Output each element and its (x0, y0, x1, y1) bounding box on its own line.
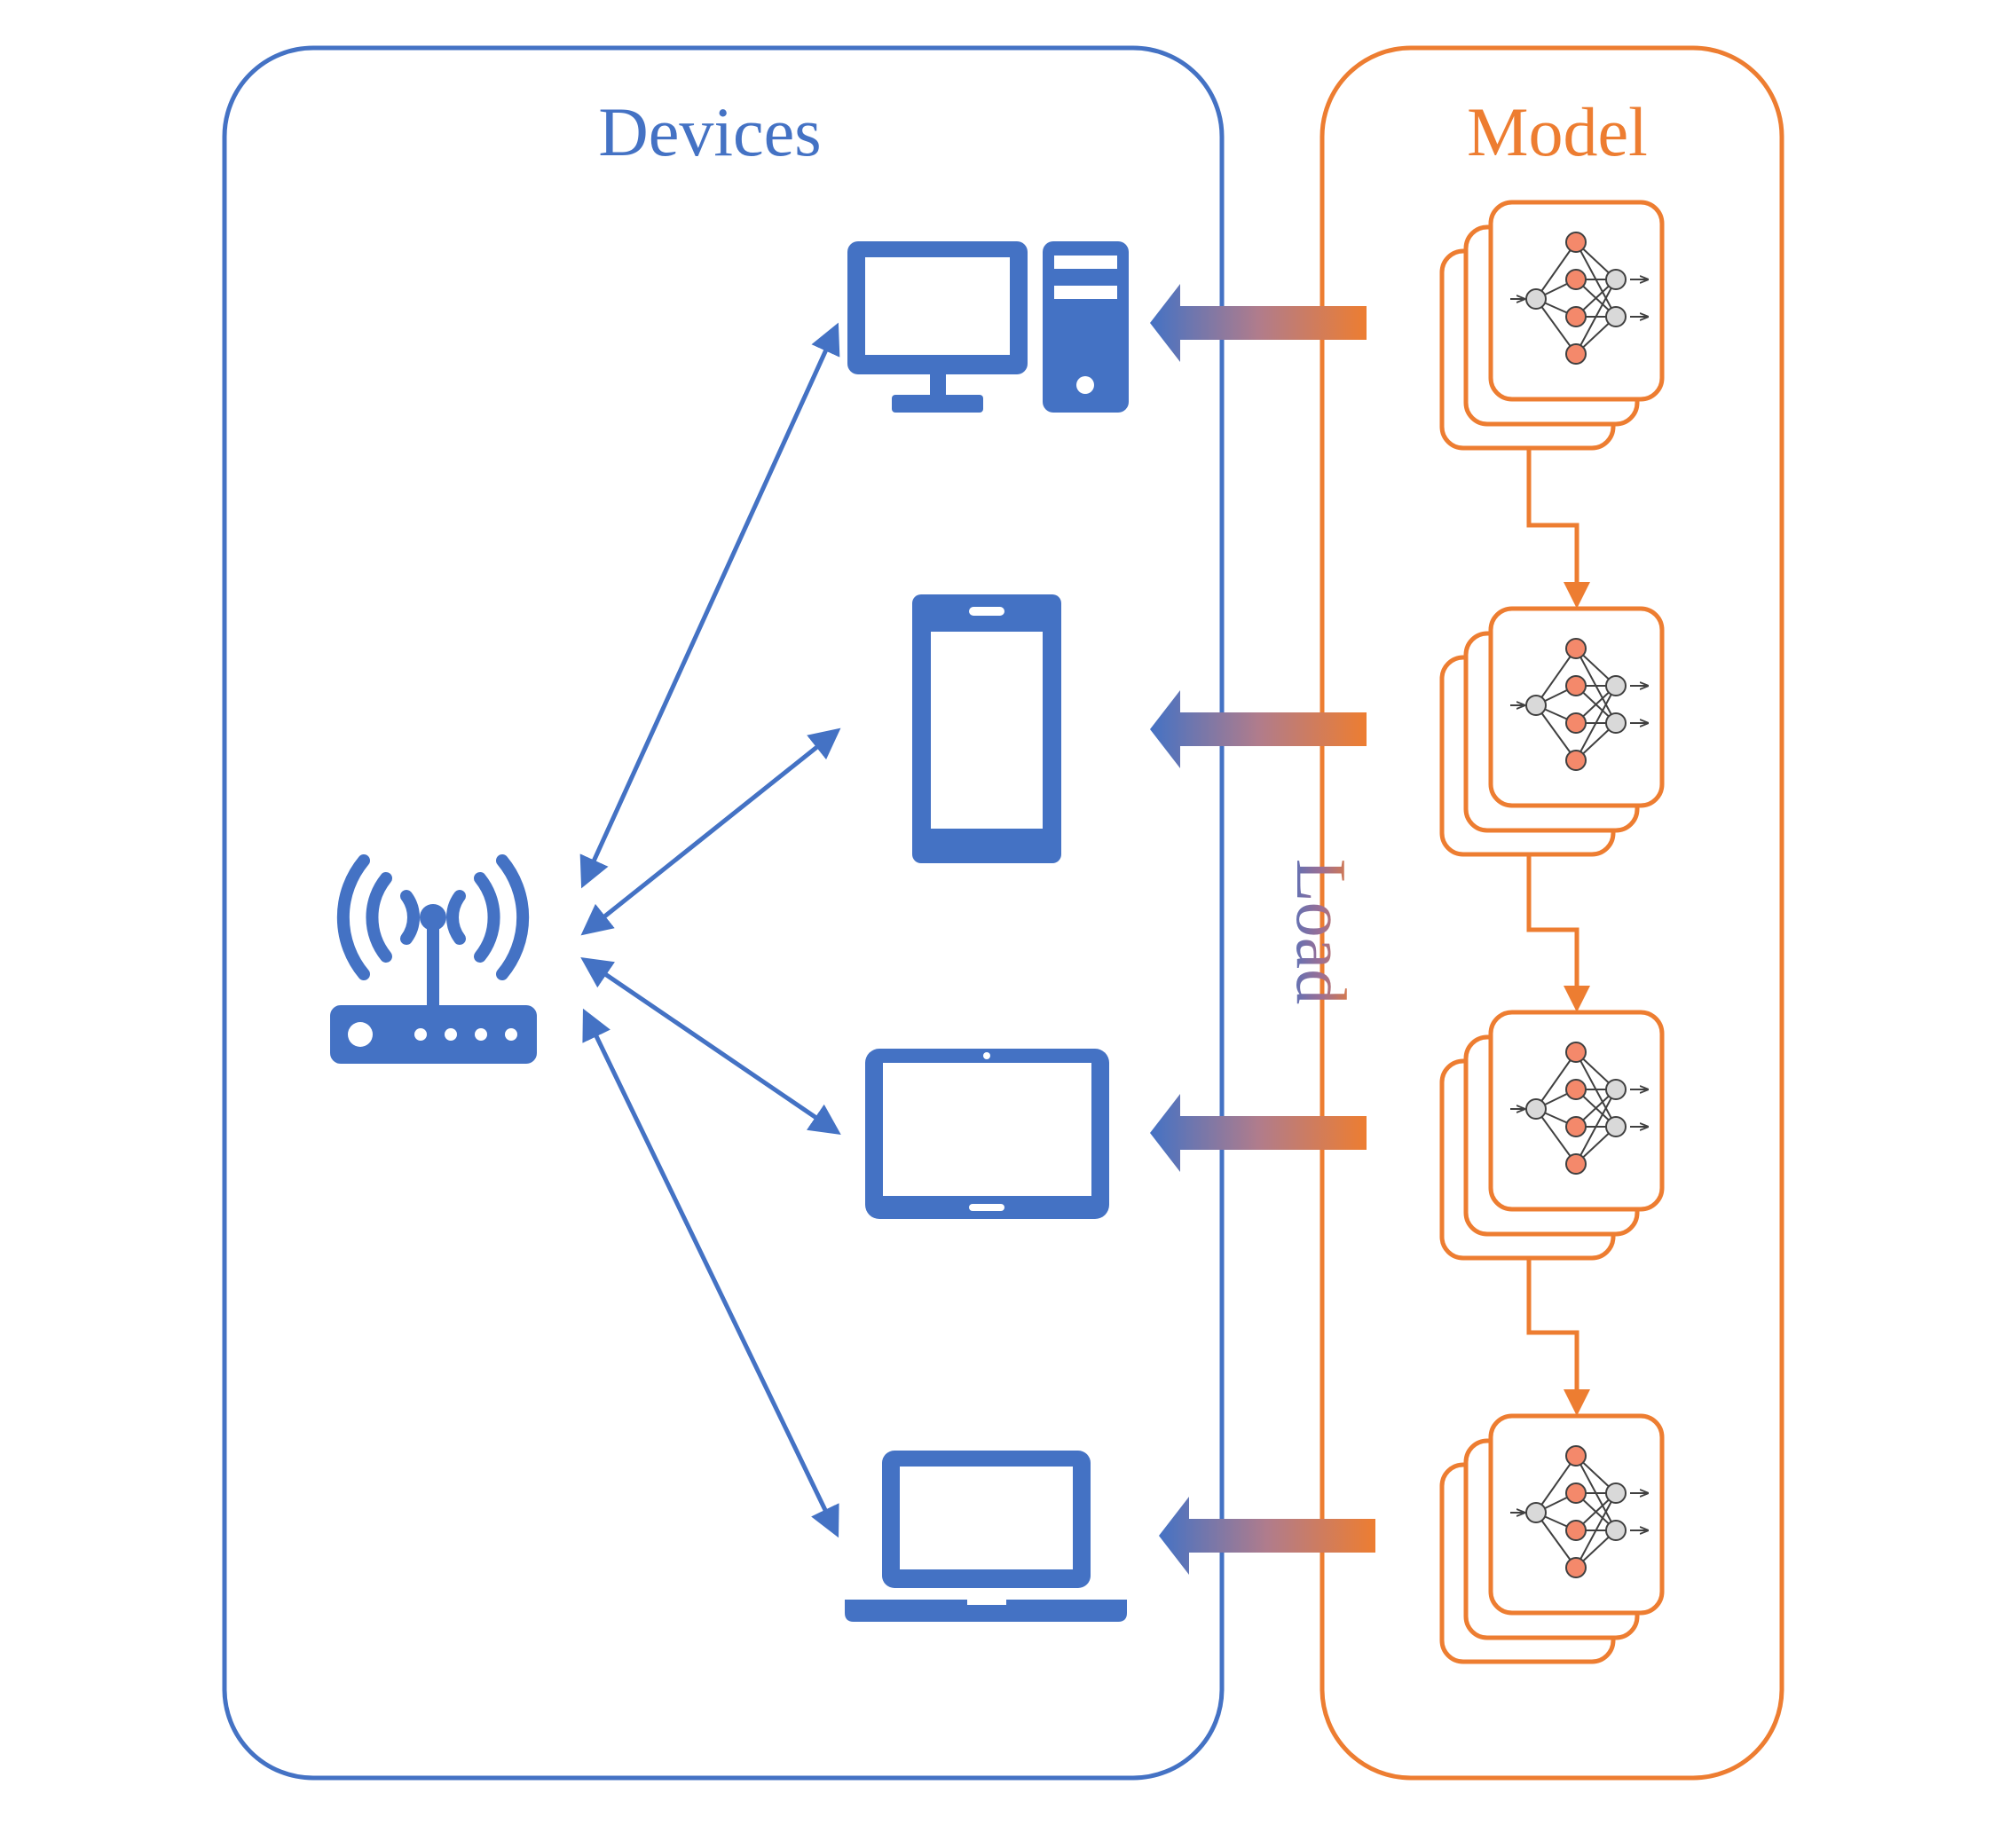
load-arrow-desktop (1150, 284, 1367, 362)
neural-network-diagram (1510, 232, 1648, 365)
load-arrow-laptop (1159, 1497, 1375, 1575)
model-card-3 (1488, 1010, 1665, 1212)
devices-panel-title: Devices (598, 93, 821, 170)
model-card-3 (1488, 200, 1665, 402)
devices-panel: Devices (222, 45, 1225, 1781)
arrow-router-tablet (580, 957, 841, 1135)
connection-arrows (579, 322, 841, 1538)
load-arrow-smartphone (1150, 690, 1367, 768)
connector-stack-1-2 (1526, 448, 1590, 609)
model-card-3 (1488, 1413, 1665, 1616)
devices-panel-border (222, 45, 1225, 1781)
model-panel-title: Model (1467, 93, 1648, 170)
load-arrows (1150, 284, 1375, 1575)
neural-network-stack-icon (1439, 1413, 1665, 1664)
neural-network-diagram (1510, 1445, 1648, 1578)
neural-network-stack-icon (1439, 606, 1665, 857)
tablet-icon (865, 1049, 1109, 1219)
neural-network-stack-icon (1439, 200, 1665, 451)
wifi-router-icon (330, 854, 537, 1064)
model-stacks (1439, 200, 1665, 1664)
load-arrow-tablet (1150, 1094, 1367, 1172)
model-panel-border (1319, 45, 1784, 1781)
desktop-computer-icon (847, 241, 1129, 413)
arrow-router-smartphone (580, 727, 841, 936)
arrow-router-laptop (582, 1008, 839, 1538)
neural-network-stack-icon (1439, 1010, 1665, 1261)
load-label: Load (1281, 859, 1359, 1004)
neural-network-diagram (1510, 638, 1648, 771)
connector-stack-2-3 (1526, 854, 1590, 1012)
laptop-icon (845, 1451, 1127, 1622)
model-panel: Model (1319, 45, 1784, 1781)
arrow-router-desktop (579, 322, 840, 889)
smartphone-icon (912, 594, 1061, 863)
model-card-3 (1488, 606, 1665, 808)
connector-stack-3-4 (1526, 1256, 1590, 1416)
model-step-connectors (1526, 448, 1590, 1416)
neural-network-diagram (1510, 1042, 1648, 1175)
